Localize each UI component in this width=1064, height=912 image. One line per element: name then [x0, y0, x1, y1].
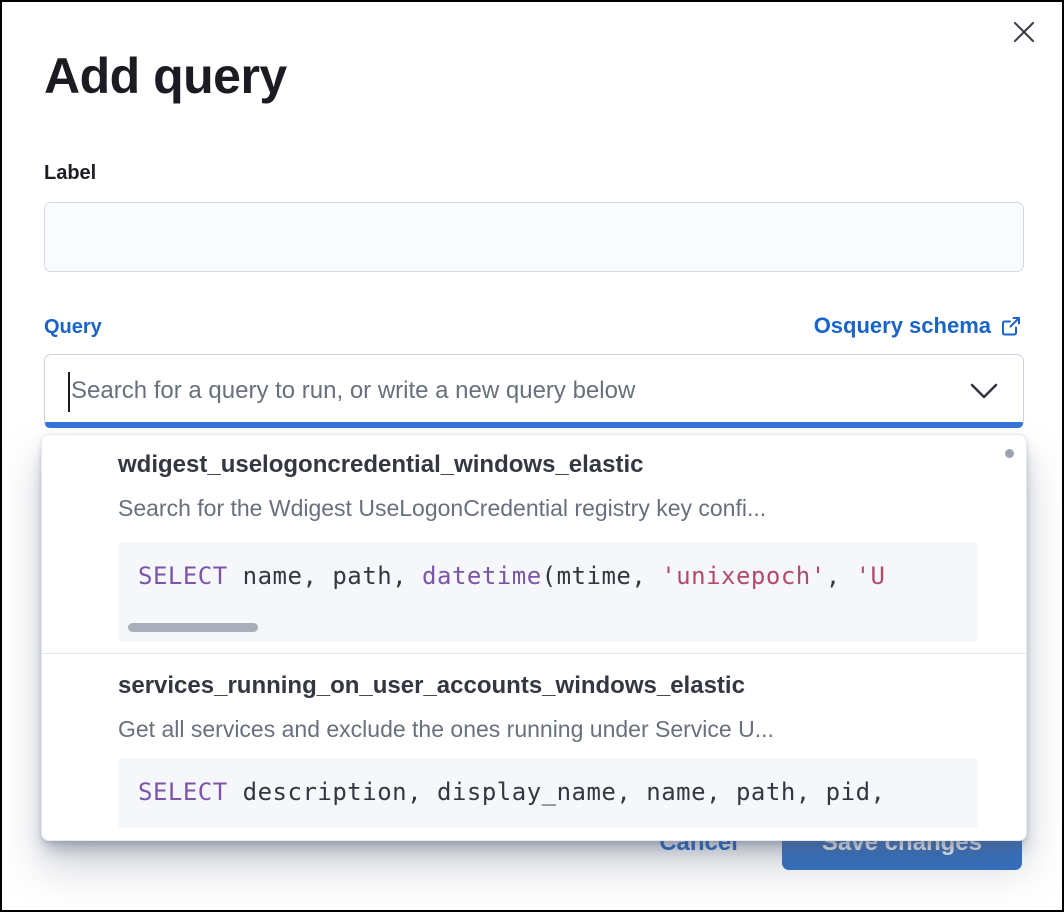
close-icon[interactable] [1010, 16, 1042, 48]
query-option-description: Search for the Wdigest UseLogonCredentia… [118, 495, 767, 521]
text-caret [68, 372, 70, 412]
query-option[interactable]: services_running_on_user_accounts_window… [42, 654, 1026, 828]
label-input[interactable] [44, 202, 1024, 272]
query-option-title: services_running_on_user_accounts_window… [118, 672, 745, 699]
query-option-code: SELECT name, path, datetime(mtime, 'unix… [118, 542, 978, 642]
modal-title: Add query [44, 48, 287, 104]
query-option-code: SELECT description, display_name, name, … [118, 758, 978, 828]
query-dropdown-panel: wdigest_uselogoncredential_windows_elast… [41, 434, 1027, 841]
query-options-list: wdigest_uselogoncredential_windows_elast… [42, 435, 1026, 828]
label-field-label: Label [44, 162, 97, 184]
chevron-down-icon[interactable] [969, 381, 999, 401]
query-option-description: Get all services and exclude the ones ru… [118, 716, 774, 742]
osquery-schema-link-label: Osquery schema [813, 313, 991, 338]
osquery-schema-link[interactable]: Osquery schema [814, 313, 1022, 339]
query-option-title: wdigest_uselogoncredential_windows_elast… [118, 451, 644, 478]
query-field-label: Query [44, 316, 102, 338]
query-option[interactable]: wdigest_uselogoncredential_windows_elast… [42, 435, 1026, 642]
external-link-icon [1002, 317, 1020, 336]
query-combobox[interactable] [44, 354, 1024, 428]
dropdown-scrollbar-thumb[interactable] [1005, 449, 1014, 458]
code-scrollbar-thumb[interactable] [128, 623, 258, 632]
option-divider [42, 653, 1026, 654]
focus-underline [45, 422, 1023, 428]
query-search-input[interactable] [71, 355, 951, 427]
